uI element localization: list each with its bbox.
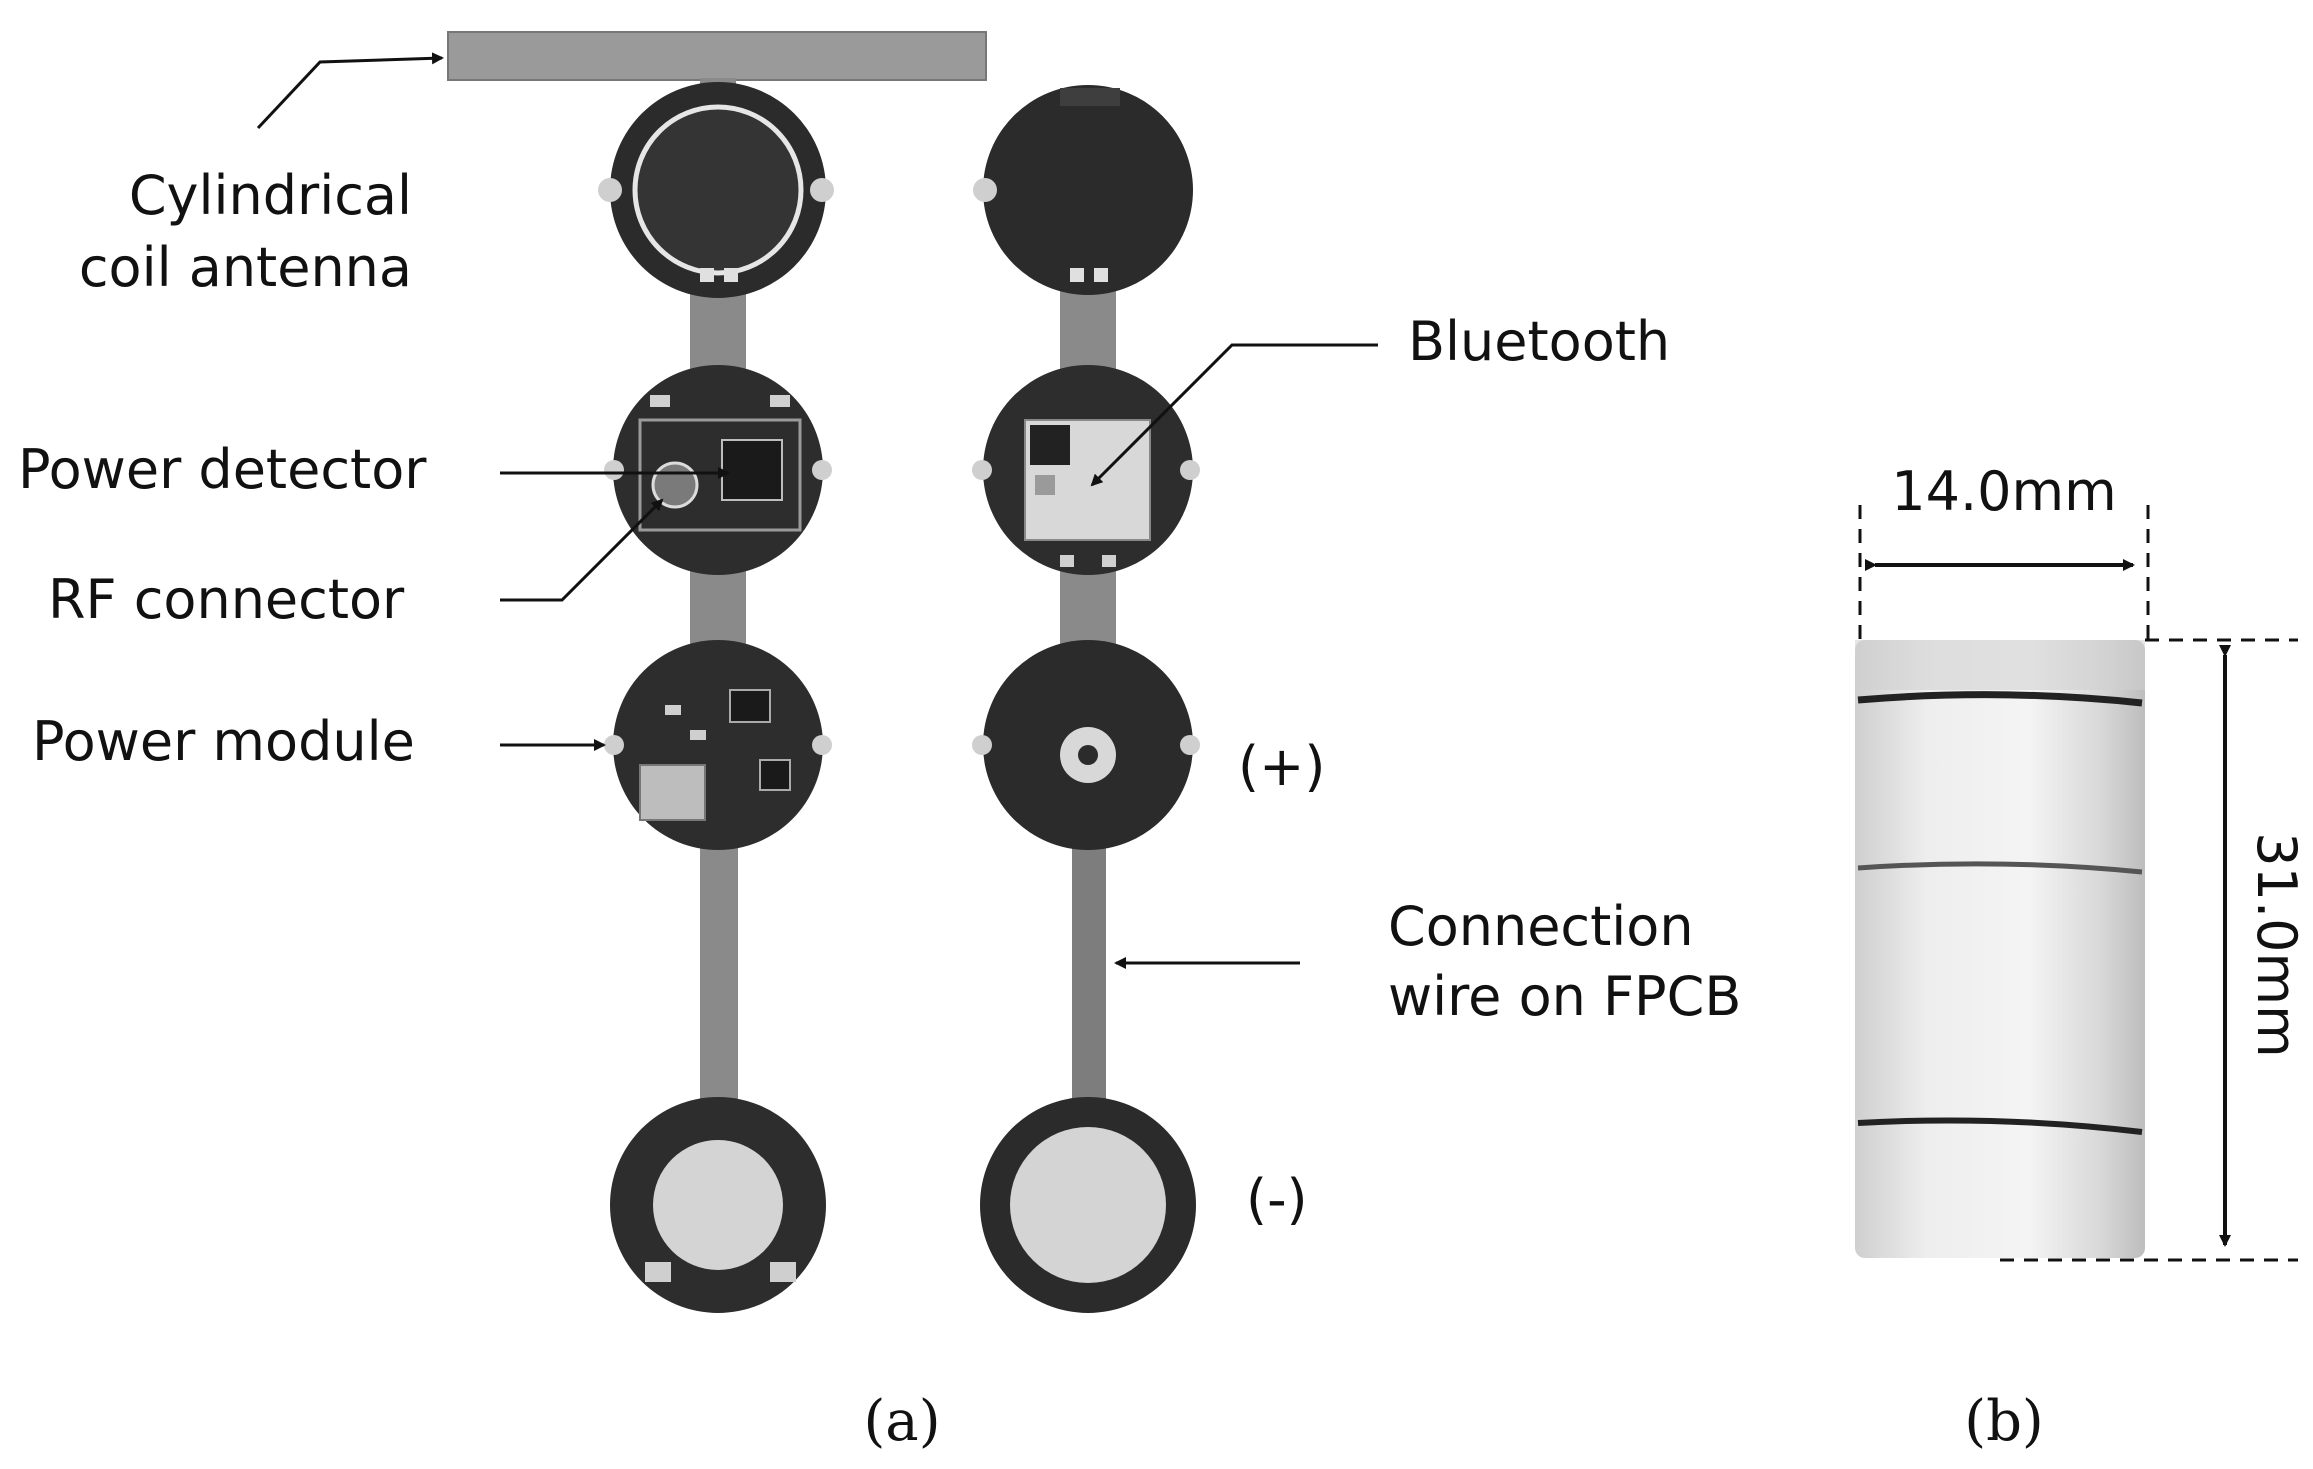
capsule-band — [1857, 1117, 2143, 1135]
capsule-body — [1855, 640, 2145, 1258]
label-minus-terminal: (-) — [1246, 1168, 1308, 1231]
label-plus-terminal: (+) — [1238, 735, 1325, 798]
label-connection: Connection — [1388, 895, 1694, 958]
bluetooth-leader-arrow — [1090, 343, 1378, 487]
label-power-module: Power module — [32, 710, 415, 773]
label-coil-antenna: coil antenna — [79, 236, 412, 299]
caption-panel-b: (b) — [1964, 1389, 2044, 1454]
antenna-leader-arrow — [256, 52, 444, 130]
panel-a: Cylindrical coil antenna Bluetooth Power… — [18, 31, 1741, 1454]
power-detector-board — [604, 365, 832, 575]
height-dimension-label: 31.0mm — [2245, 832, 2308, 1057]
capsule-band — [1857, 861, 2143, 875]
label-rf-connector: RF connector — [48, 568, 405, 631]
antenna-bar — [447, 31, 987, 81]
power-module-board — [604, 640, 832, 850]
minus-electrode-board — [980, 1097, 1196, 1313]
fpcb-strip — [700, 830, 738, 1120]
fpcb-strip — [1072, 830, 1106, 1120]
label-power-detector: Power detector — [18, 438, 427, 501]
rf-connector-leader-arrow — [500, 498, 664, 602]
label-bluetooth: Bluetooth — [1408, 310, 1670, 373]
plus-electrode-board — [972, 640, 1200, 850]
label-wire-on-fpcb: wire on FPCB — [1388, 965, 1741, 1028]
label-cylindrical: Cylindrical — [129, 164, 412, 227]
caption-panel-a: (a) — [863, 1389, 940, 1454]
bluetooth-board — [972, 365, 1200, 575]
antenna-board-back — [973, 85, 1193, 295]
capsule-top-cap — [1855, 640, 2145, 690]
capsule-band — [1857, 691, 2143, 707]
coil-antenna-board — [598, 82, 834, 298]
width-dimension-label: 14.0mm — [1891, 460, 2116, 523]
electrode-board-left — [610, 1097, 826, 1313]
panel-b: 14.0mm 31.0mm (b) — [1855, 460, 2308, 1454]
